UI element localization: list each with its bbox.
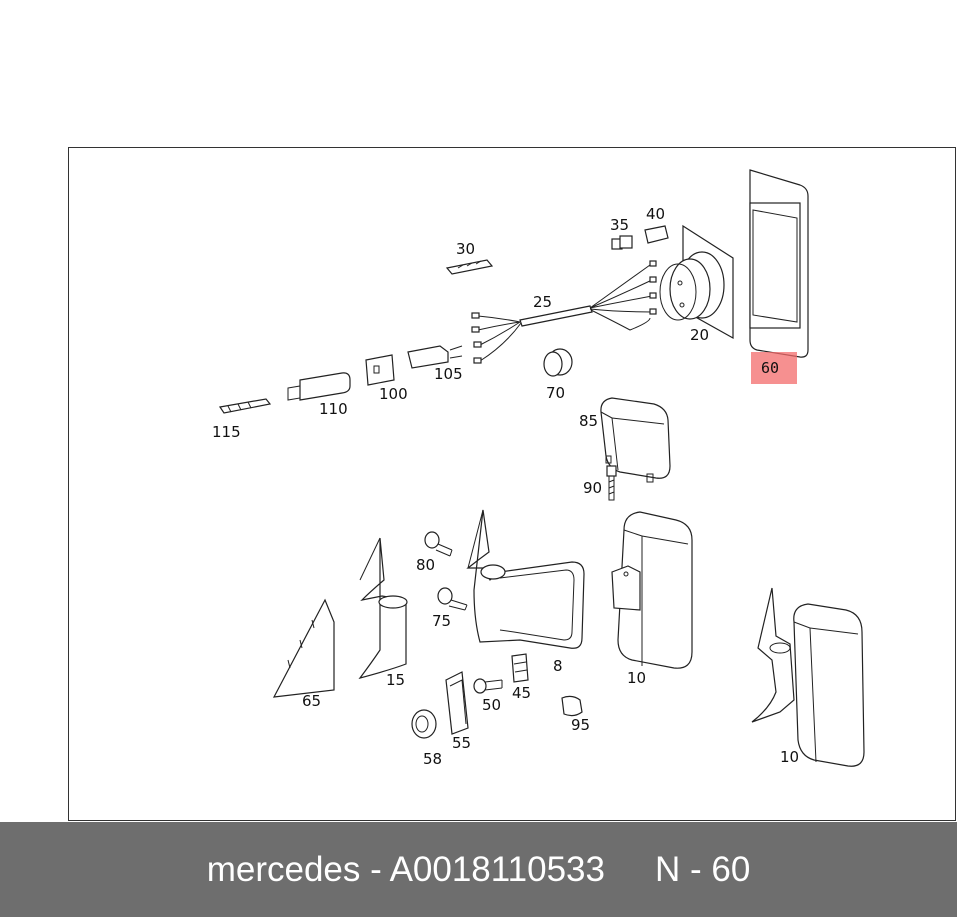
part-50-screw[interactable] bbox=[473, 678, 503, 694]
callout-80: 80 bbox=[416, 556, 435, 574]
part-80-bolt[interactable] bbox=[424, 531, 453, 557]
callout-50: 50 bbox=[482, 696, 501, 714]
part-10-mirror-housing[interactable] bbox=[611, 511, 693, 669]
footer-bar: mercedes - A0018110533 N - 60 bbox=[0, 822, 957, 917]
highlight-box bbox=[751, 352, 797, 384]
part-35-plug[interactable] bbox=[611, 235, 633, 250]
callout-20: 20 bbox=[690, 326, 709, 344]
part-60-mirror-glass[interactable] bbox=[749, 169, 809, 358]
callout-8: 8 bbox=[553, 657, 563, 675]
part-115-terminal-pin[interactable] bbox=[218, 398, 272, 414]
part-65-cover[interactable] bbox=[272, 598, 335, 698]
callout-35: 35 bbox=[610, 216, 629, 234]
part-95-cap[interactable] bbox=[561, 695, 583, 717]
part-45-bracket-plate[interactable] bbox=[511, 653, 529, 683]
callout-100: 100 bbox=[379, 385, 408, 403]
callout-40: 40 bbox=[646, 205, 665, 223]
part-85-wide-angle-mirror[interactable] bbox=[600, 397, 671, 483]
part-15-bracket[interactable] bbox=[358, 537, 408, 680]
part-40-connector-block[interactable] bbox=[644, 225, 669, 244]
callout-75: 75 bbox=[432, 612, 451, 630]
callout-95: 95 bbox=[571, 716, 590, 734]
callout-110: 110 bbox=[319, 400, 348, 418]
callout-10a: 10 bbox=[627, 669, 646, 687]
callout-58: 58 bbox=[423, 750, 442, 768]
callout-45: 45 bbox=[512, 684, 531, 702]
callout-65: 65 bbox=[302, 692, 321, 710]
callout-60: 60 bbox=[761, 359, 779, 377]
callout-25: 25 bbox=[533, 293, 552, 311]
callout-70: 70 bbox=[546, 384, 565, 402]
callout-115: 115 bbox=[212, 423, 241, 441]
part-90-screw[interactable] bbox=[606, 465, 617, 501]
part-30-retaining-clip[interactable] bbox=[445, 259, 494, 275]
callout-10b: 10 bbox=[780, 748, 799, 766]
callout-105: 105 bbox=[434, 365, 463, 383]
part-10-assembled-mirror[interactable] bbox=[751, 587, 865, 767]
part-25-wiring-harness[interactable] bbox=[471, 260, 657, 364]
callout-15: 15 bbox=[386, 671, 405, 689]
part-105-connector-housing[interactable] bbox=[407, 345, 463, 369]
part-70-grommet[interactable] bbox=[543, 348, 573, 377]
part-75-bolt[interactable] bbox=[437, 587, 468, 611]
callout-85: 85 bbox=[579, 412, 598, 430]
part-100-plug-housing[interactable] bbox=[365, 354, 395, 386]
part-55-seal[interactable] bbox=[445, 671, 469, 735]
footer-part-number: mercedes - A0018110533 bbox=[206, 849, 605, 889]
part-8-mirror-arm[interactable] bbox=[466, 509, 585, 649]
callout-90: 90 bbox=[583, 479, 602, 497]
part-20-mirror-motor[interactable] bbox=[659, 224, 734, 340]
part-110-socket[interactable] bbox=[287, 372, 351, 401]
part-58-bearing[interactable] bbox=[411, 709, 437, 739]
callout-55: 55 bbox=[452, 734, 471, 752]
callout-30: 30 bbox=[456, 240, 475, 258]
exploded-parts-diagram: 60 20 35 40 30 25 bbox=[212, 169, 865, 768]
footer-reference: N - 60 bbox=[654, 849, 751, 889]
